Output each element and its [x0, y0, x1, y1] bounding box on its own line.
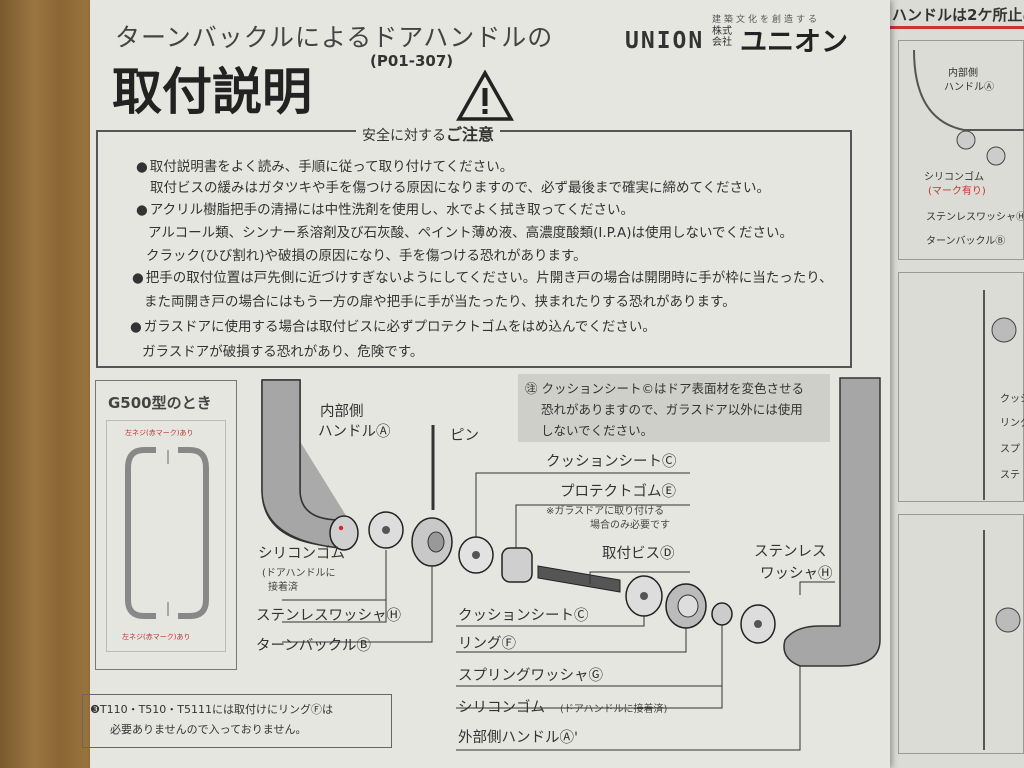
- sheet2-title: ハンドルは2ケ所止め: [892, 6, 1024, 24]
- label-protect-note-1: ※ガラスドアに取り付ける: [546, 506, 665, 517]
- label-silicone-rubber-left: シリコンゴム: [258, 546, 345, 562]
- caution-line-3: アクリル樹脂把手の清掃には中性洗剤を使用し、水でよく拭き取ってください。: [150, 198, 634, 218]
- g500-mark-bottom: 左ネジ(赤マーク)あり: [122, 633, 191, 641]
- label-stainless-washer-right-2: ワッシャⒽ: [760, 566, 833, 582]
- document-code: (P01-307): [370, 52, 454, 70]
- caution-line-1: 取付説明書をよく読み、手順に従って取り付けてください。: [150, 155, 513, 175]
- label-ring: リングⒻ: [458, 636, 516, 652]
- label-mount-screw: 取付ビスⒹ: [602, 546, 675, 562]
- sheet2-label-spring: スプ: [1000, 444, 1020, 455]
- label-inner-handle-1: 内部側: [320, 404, 364, 420]
- caution-line-7: また両開き戸の場合にはもう一方の扉や把手に手が当たったり、挟まれたりする恐れがあ…: [144, 294, 736, 310]
- sheet2-label-mark: (マーク有り): [928, 186, 986, 197]
- sheet2-label-stainless: ステ: [1000, 470, 1020, 481]
- ring-note-box: [82, 694, 392, 748]
- sheet2-label-handle: ハンドルⒶ: [944, 82, 994, 93]
- sheet2-label-inner: 内部側: [948, 68, 978, 79]
- cushion-note-1: ㊟ クッションシート©はドア表面材を変色させる: [525, 381, 804, 396]
- adjacent-page: [884, 0, 1024, 768]
- label-cushion-sheet-top: クッションシートⒸ: [546, 454, 677, 470]
- brand-logo-en: UNION: [625, 28, 705, 54]
- sheet2-drawing: [913, 49, 1024, 750]
- label-spring-washer: スプリングワッシャⒼ: [458, 668, 603, 684]
- label-silicone-note-2: 接着済: [268, 582, 298, 593]
- document-subtitle: ターンバックルによるドアハンドルの: [115, 23, 554, 52]
- caution-heading-prefix: 安全に対する: [362, 128, 446, 144]
- label-turnbuckle: ターンバックルⒷ: [256, 638, 371, 654]
- document-title: 取付説明: [112, 63, 312, 121]
- caution-line-4: アルコール類、シンナー系溶剤及び石灰酸、ペイント薄め液、高濃度酸類(I.P.A)…: [148, 225, 794, 241]
- brand-logo-jp: ユニオン: [740, 27, 848, 58]
- label-outer-handle: 外部側ハンドルⒶ': [458, 730, 578, 746]
- caution-heading-bold: ご注意: [446, 125, 495, 144]
- label-pin: ピン: [450, 428, 479, 444]
- caution-heading: 安全に対するご注意: [356, 121, 501, 145]
- label-inner-handle-2: ハンドルⒶ: [318, 424, 391, 440]
- label-silicone-note-1: (ドアハンドルに: [262, 568, 336, 579]
- caution-line-2: 取付ビスの緩みはガタツキや手を傷つける原因になりますので、必ず最後まで確実に締め…: [150, 180, 771, 196]
- label-protect-note-2: 場合のみ必要です: [590, 520, 670, 531]
- cushion-note-2: 恐れがありますので、ガラスドア以外には使用: [541, 402, 803, 417]
- caution-line-9: ガラスドアが破損する恐れがあり、危険です。: [142, 344, 424, 360]
- caution-line-5: クラック(ひび割れ)や破損の原因になり、手を傷つける恐れがあります。: [146, 248, 587, 264]
- sheet2-label-turnbuckle: ターンバックルⒷ: [926, 236, 1006, 247]
- label-cushion-sheet-bottom: クッションシートⒸ: [458, 608, 589, 624]
- cushion-note-3: しないでください。: [541, 423, 654, 438]
- ring-note-1: ❸T110・T510・T5111には取付けにリングⒻは: [90, 703, 334, 716]
- brand-tagline: 建築文化を創造する: [712, 15, 821, 25]
- g500-inner: [106, 420, 226, 652]
- g500-title: G500型のとき: [108, 394, 212, 412]
- label-protect-rubber: プロテクトゴムⒺ: [560, 484, 676, 500]
- assembly-diagram: [261, 377, 881, 751]
- warning-icon: [456, 70, 514, 121]
- g500-box: [95, 380, 237, 670]
- wood-table: [0, 0, 100, 768]
- label-silicone-rubber-bottom: シリコンゴム: [458, 700, 545, 716]
- g500-handle-drawing: [125, 447, 209, 619]
- sheet2-label-silicone: シリコンゴム: [924, 172, 984, 183]
- label-stainless-washer-right-1: ステンレス: [754, 544, 827, 560]
- sheet2-label-washer: ステンレスワッシャⒽ: [926, 212, 1024, 223]
- sheet2-label-ring: リング: [1000, 418, 1024, 429]
- label-stainless-washer-left: ステンレスワッシャⒽ: [256, 608, 401, 624]
- red-rule: [884, 26, 1024, 29]
- g500-mark-top: 左ネジ(赤マーク)あり: [125, 429, 194, 437]
- cushion-note-box: [518, 374, 830, 442]
- brand-kk: 株式会社: [712, 26, 732, 48]
- ring-note-2: 必要ありませんので入っておりません。: [110, 723, 307, 736]
- caution-line-6: 把手の取付位置は戸先側に近づけすぎないようにしてください。片開き戸の場合は開閉時…: [146, 266, 833, 286]
- sheet2-label-cushion: クッシ: [1000, 394, 1024, 405]
- label-silicone-bottom-note: (ドアハンドルに接着済): [560, 704, 668, 715]
- caution-line-8: ガラスドアに使用する場合は取付ビスに必ずプロテクトゴムをはめ込んでください。: [144, 315, 656, 335]
